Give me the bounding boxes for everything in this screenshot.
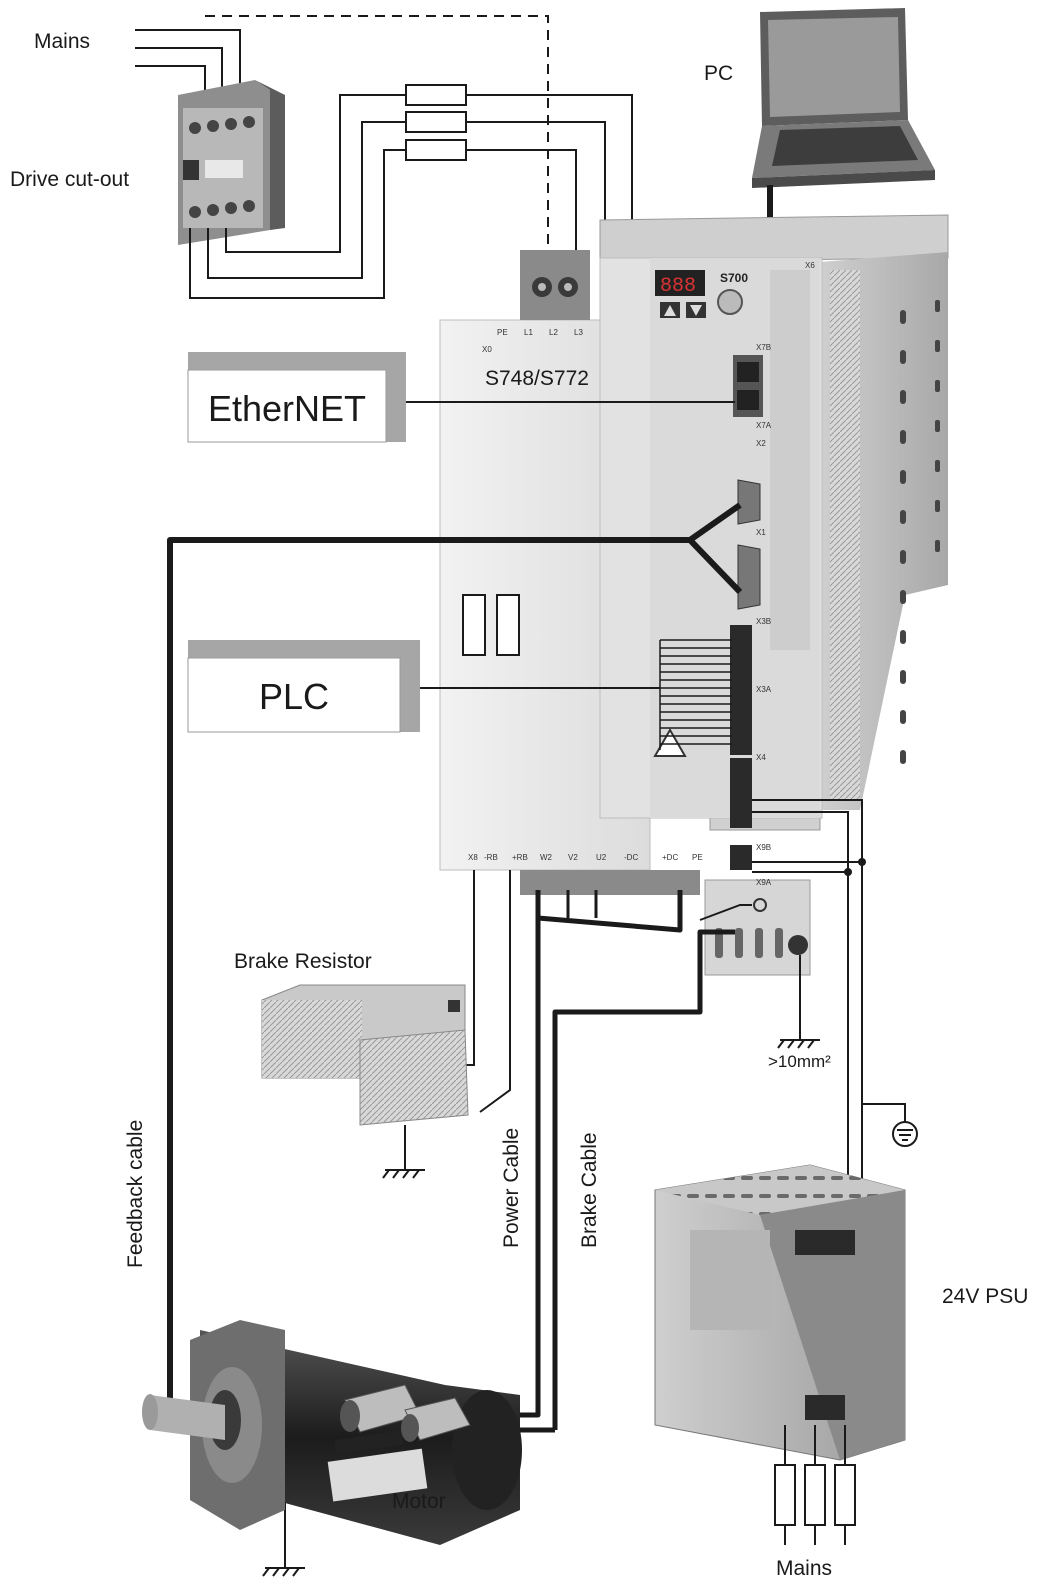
psu-label: 24V PSU <box>942 1285 1028 1309</box>
mains-top-label: Mains <box>34 30 90 54</box>
terminal-top-label: L1 <box>524 328 533 337</box>
psu-24v <box>655 1165 905 1460</box>
plc-label: PLC <box>188 676 400 718</box>
connector-label: X9A <box>756 878 772 887</box>
brake-resistor <box>262 985 468 1170</box>
terminal-bottom-label: W2 <box>540 853 553 862</box>
feedback-cable-label: Feedback cable <box>124 1120 148 1268</box>
connector-label: X3A <box>756 685 772 694</box>
mains-bottom-label: Mains <box>776 1557 832 1581</box>
pc-label: PC <box>704 62 733 86</box>
contactor-drive-cutout <box>178 80 285 245</box>
connector-label: X6 <box>805 261 815 270</box>
junction-dot <box>844 868 852 876</box>
brake-resistor-label: Brake Resistor <box>234 950 372 974</box>
connector-label: X2 <box>756 439 766 448</box>
ethernet-label: EtherNET <box>188 388 386 430</box>
terminal-top-label: L2 <box>549 328 558 337</box>
fuse-brake-2 <box>497 595 519 655</box>
mains-lines-top <box>135 30 240 95</box>
motor-label: Motor <box>392 1490 446 1514</box>
laptop-pc <box>752 8 935 188</box>
servo-motor <box>142 1320 522 1545</box>
power-cable <box>410 890 680 1415</box>
terminal-top-label: L3 <box>574 328 583 337</box>
connector-label: X7A <box>756 421 772 430</box>
fuses-bottom <box>775 1465 855 1525</box>
ground-symbol-resistor <box>383 1170 425 1178</box>
connector-label: X4 <box>756 753 766 762</box>
connector-label: X0 <box>482 345 492 354</box>
terminal-bottom-label: +DC <box>662 853 678 862</box>
ground-spec-label: >10mm² <box>768 1052 831 1072</box>
terminal-bottom-label: PE <box>692 853 703 862</box>
model-label: S748/S772 <box>485 367 589 391</box>
psu-wiring <box>700 800 862 1225</box>
connector-label: X3B <box>756 617 771 626</box>
terminal-bottom-label: V2 <box>568 853 578 862</box>
fuse-brake-1 <box>463 595 485 655</box>
power-cable-label: Power Cable <box>500 1128 524 1248</box>
fuses-top <box>406 85 466 160</box>
drive-display-text: 888 <box>660 275 696 298</box>
brake-resistor-wiring <box>460 870 510 1112</box>
junction-dot <box>858 858 866 866</box>
drive-series-text: S700 <box>720 271 748 285</box>
terminal-bottom-label: -DC <box>624 853 638 862</box>
earth-symbol <box>862 1104 917 1146</box>
brake-cable-label: Brake Cable <box>578 1132 602 1248</box>
terminal-bottom-label: +RB <box>512 853 528 862</box>
drive-cutout-label: Drive cut-out <box>10 168 129 192</box>
terminal-bottom-label: U2 <box>596 853 607 862</box>
terminal-bottom-label: -RB <box>484 853 498 862</box>
connector-label: X7B <box>756 343 771 352</box>
connector-label: X1 <box>756 528 766 537</box>
terminal-top-label: PE <box>497 328 508 337</box>
connector-label: X9B <box>756 843 771 852</box>
terminal-bottom-label: X8 <box>468 853 478 862</box>
